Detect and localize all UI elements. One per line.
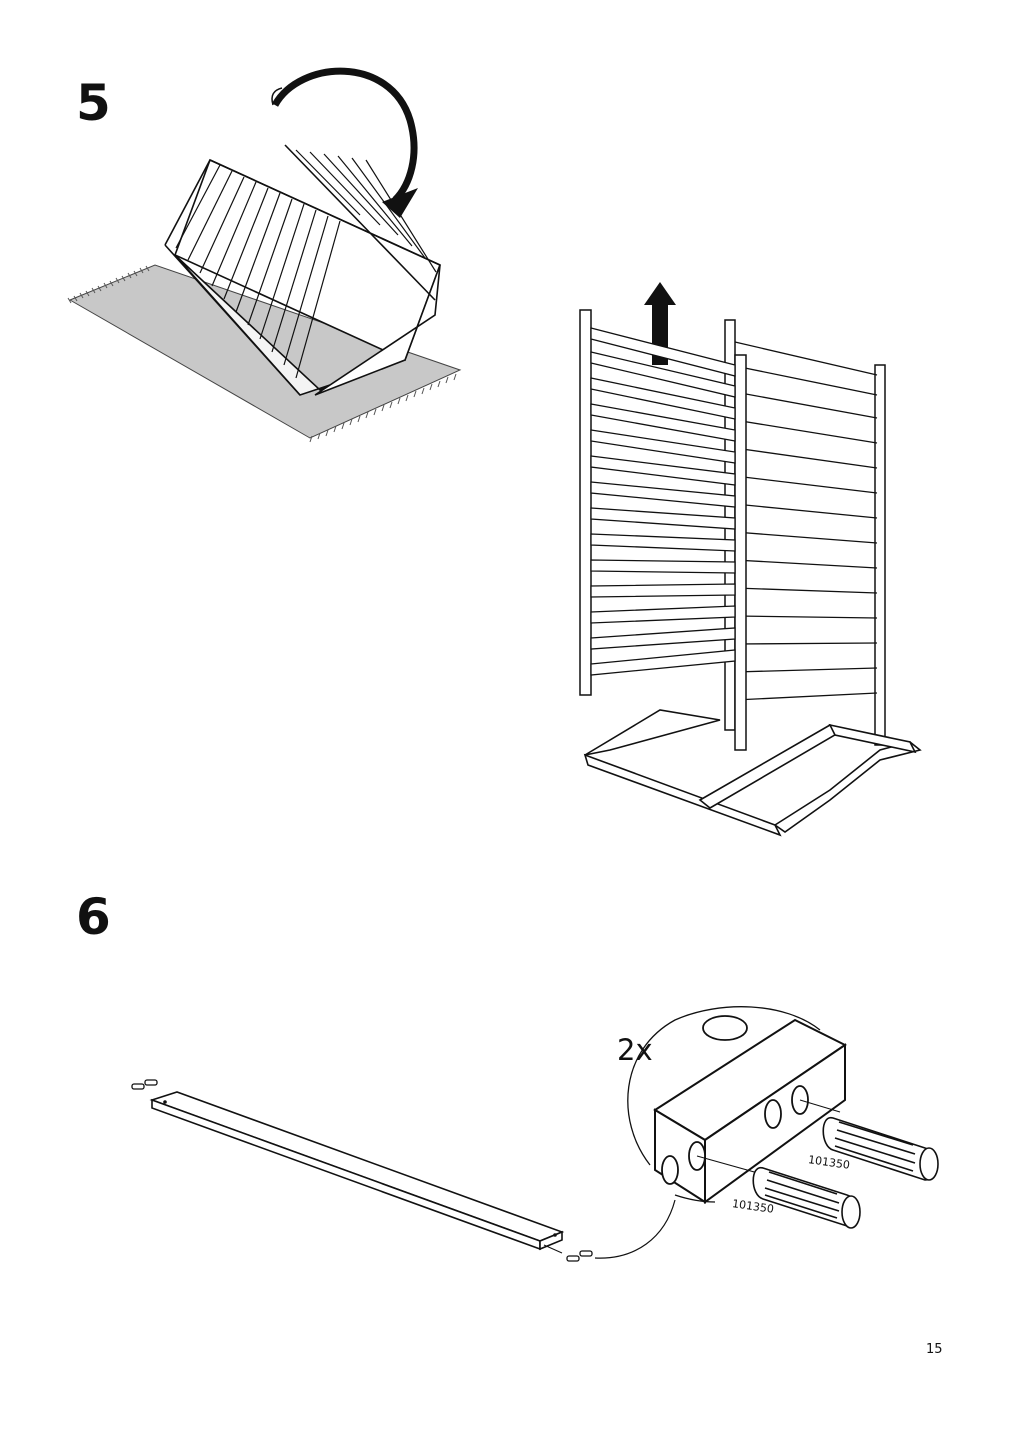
dowel-detail-callout bbox=[594, 1006, 939, 1259]
quantity-label: 2x bbox=[617, 1033, 653, 1067]
step-number-6: 6 bbox=[76, 888, 111, 946]
dowel-101350-upper bbox=[822, 1117, 939, 1181]
dowel-101350-lower bbox=[752, 1167, 861, 1229]
rotate-arrow-icon bbox=[271, 67, 418, 218]
slat-with-dowels-illustration bbox=[131, 1079, 593, 1262]
crib-frame-lift-illustration bbox=[579, 282, 922, 837]
page-number: 15 bbox=[926, 1342, 943, 1357]
crib-tipping-illustration bbox=[67, 67, 462, 443]
step-number-5: 5 bbox=[76, 74, 111, 132]
